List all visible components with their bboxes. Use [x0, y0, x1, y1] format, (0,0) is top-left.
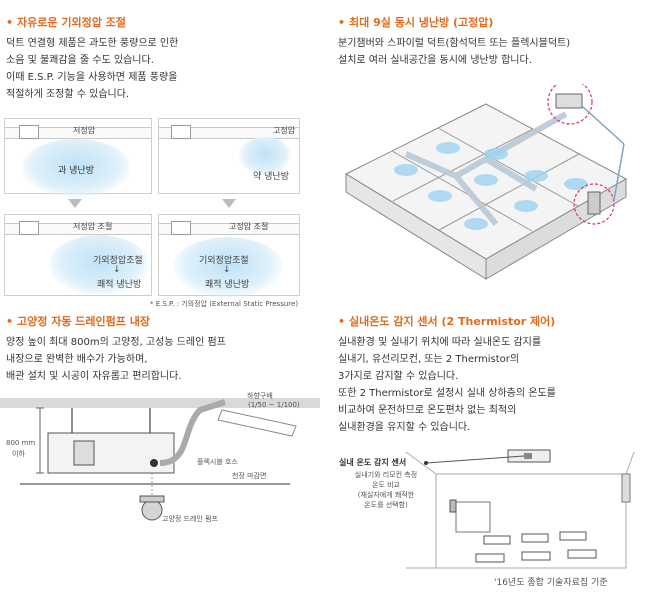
sensor-desc-line: 온도 비교	[372, 481, 400, 489]
arrow-down-icon: ↓	[223, 265, 231, 275]
drain-line: 배관 설치 및 시공이 자유롭고 편리합니다.	[6, 371, 182, 382]
arrow-down-icon	[222, 199, 236, 208]
cloud-label: 기외정압조절	[199, 256, 249, 266]
esp-panel-high-adjusted: 고정압 조절 기외정압조절 ↓ 쾌적 냉난방	[158, 214, 300, 297]
height-label: 800 mm	[6, 439, 36, 447]
panel-label: 고정압 조절	[229, 222, 269, 231]
esp-panel-high: 고정압 약 냉난방	[158, 118, 300, 194]
bullet-icon: •	[338, 16, 346, 29]
sensor-line: 3가지로 감지할 수 있습니다.	[338, 371, 459, 382]
cloud-label: 기외정압조절	[93, 256, 143, 266]
panel-label: 저정압 조절	[73, 222, 113, 231]
esp-description: 덕트 연결형 제품은 과도한 풍량으로 인한 소음 및 불쾌감을 줄 수도 있습…	[6, 35, 178, 103]
drain-line: 내장으로 완벽한 배수가 가능하며,	[6, 354, 148, 365]
sensor-callout-title: 실내 온도 감지 센서	[339, 458, 407, 467]
sensor-description: 실내환경 및 실내기 위치에 따라 실내온도 감지를 실내기, 유선리모컨, 또…	[338, 334, 556, 436]
drain-section-title: •고양정 자동 드레인펌프 내장	[6, 315, 150, 328]
sensor-desc-line: (재실자에게 쾌적한	[357, 491, 415, 499]
panel-label: 고정압	[273, 126, 296, 135]
sensor-desc-line: 온도를 선택함)	[364, 501, 408, 509]
esp-line: 소음 및 불쾌감을 줄 수도 있습니다.	[6, 55, 154, 66]
panel-label: 저정압	[73, 126, 96, 135]
esp-line: 적절하게 조정할 수 있습니다.	[6, 89, 130, 100]
sensor-desc-line: 실내기와 리모컨 측정	[354, 471, 418, 479]
sensor-line: 실내기, 유선리모컨, 또는 2 Thermistor의	[338, 354, 520, 365]
cloud-label: 약 냉난방	[253, 172, 289, 182]
arrow-down-icon: ↓	[113, 265, 121, 275]
indoor-unit-icon	[19, 125, 39, 139]
esp-line: 덕트 연결형 제품은 과도한 풍량으로 인한	[6, 38, 179, 49]
arrow-down-icon	[68, 199, 82, 208]
nine-rooms-line: 분기챔버와 스파이럴 덕트(함석덕트 또는 플렉시블덕트)	[338, 38, 571, 49]
sensor-callout-desc: 실내기와 리모컨 측정 온도 비교 (재실자에게 쾌적한 온도를 선택함)	[346, 470, 426, 510]
indoor-unit-icon	[171, 221, 191, 235]
cloud-label: 쾌적 냉난방	[97, 280, 142, 290]
sensor-line: 또한 2 Thermistor로 설정시 실내 상하층의 온도를	[338, 388, 556, 399]
duct	[5, 127, 151, 139]
airflow-cloud	[49, 235, 149, 295]
source-note: '16년도 종합 기술자료집 기준	[494, 578, 608, 588]
indoor-unit-icon	[171, 125, 191, 139]
esp-footnote: * E.S.P. : 기외정압 (External Static Pressur…	[150, 300, 299, 308]
height-unit-label: 이하	[12, 450, 25, 458]
airflow-cloud	[239, 137, 291, 175]
duct	[5, 223, 151, 235]
airflow-cloud	[173, 237, 283, 297]
nine-rooms-line: 설치로 여러 실내공간을 동시에 냉난방 합니다.	[338, 55, 532, 66]
duct	[159, 127, 299, 139]
sensor-line: 실내환경을 유지할 수 있습니다.	[338, 422, 471, 433]
sensor-line: 실내환경 및 실내기 위치에 따라 실내온도 감지를	[338, 337, 542, 348]
hose-label: 플렉시블 호스	[197, 458, 238, 466]
slope-ratio-label: (1/50 ~ 1/100)	[248, 401, 300, 409]
pump-label: 고양정 드레인 펌프	[162, 515, 218, 523]
esp-line: 이때 E.S.P. 기능을 사용하면 제품 풍량을	[6, 72, 178, 83]
drain-pump-illustration	[0, 398, 320, 521]
nine-rooms-description: 분기챔버와 스파이럴 덕트(함석덕트 또는 플렉시블덕트) 설치로 여러 실내공…	[338, 35, 570, 69]
nine-room-floorplan-illustration	[344, 84, 628, 280]
indoor-unit-icon	[19, 221, 39, 235]
ceiling-label: 천장 마감면	[232, 472, 267, 480]
esp-section-title: •자유로운 기외정압 조절	[6, 16, 126, 29]
bullet-icon: •	[6, 315, 14, 328]
airflow-cloud: 과 냉난방	[21, 139, 131, 197]
duct	[159, 223, 299, 235]
nine-rooms-section-title: •최대 9실 동시 냉난방 (고정압)	[338, 16, 494, 29]
sensor-section-title: •실내온도 감지 센서 (2 Thermistor 제어)	[338, 315, 556, 328]
esp-panel-low: 저정압 과 냉난방	[4, 118, 152, 197]
drain-description: 양정 높이 최대 800m의 고양정, 고성능 드레인 펌프 내장으로 완벽한 …	[6, 334, 226, 385]
room-sensor-illustration	[405, 449, 635, 569]
cloud-label: 쾌적 냉난방	[205, 280, 250, 290]
esp-panel-low-adjusted: 저정압 조절 기외정압조절 ↓ 쾌적 냉난방	[4, 214, 152, 296]
cloud-label: 과 냉난방	[58, 166, 94, 176]
drain-line: 양정 높이 최대 800m의 고양정, 고성능 드레인 펌프	[6, 337, 226, 348]
bullet-icon: •	[6, 16, 14, 29]
sensor-line: 비교하여 운전하므로 온도편차 없는 최적의	[338, 405, 517, 416]
slope-label: 하향구배	[247, 392, 273, 400]
bullet-icon: •	[338, 315, 346, 328]
